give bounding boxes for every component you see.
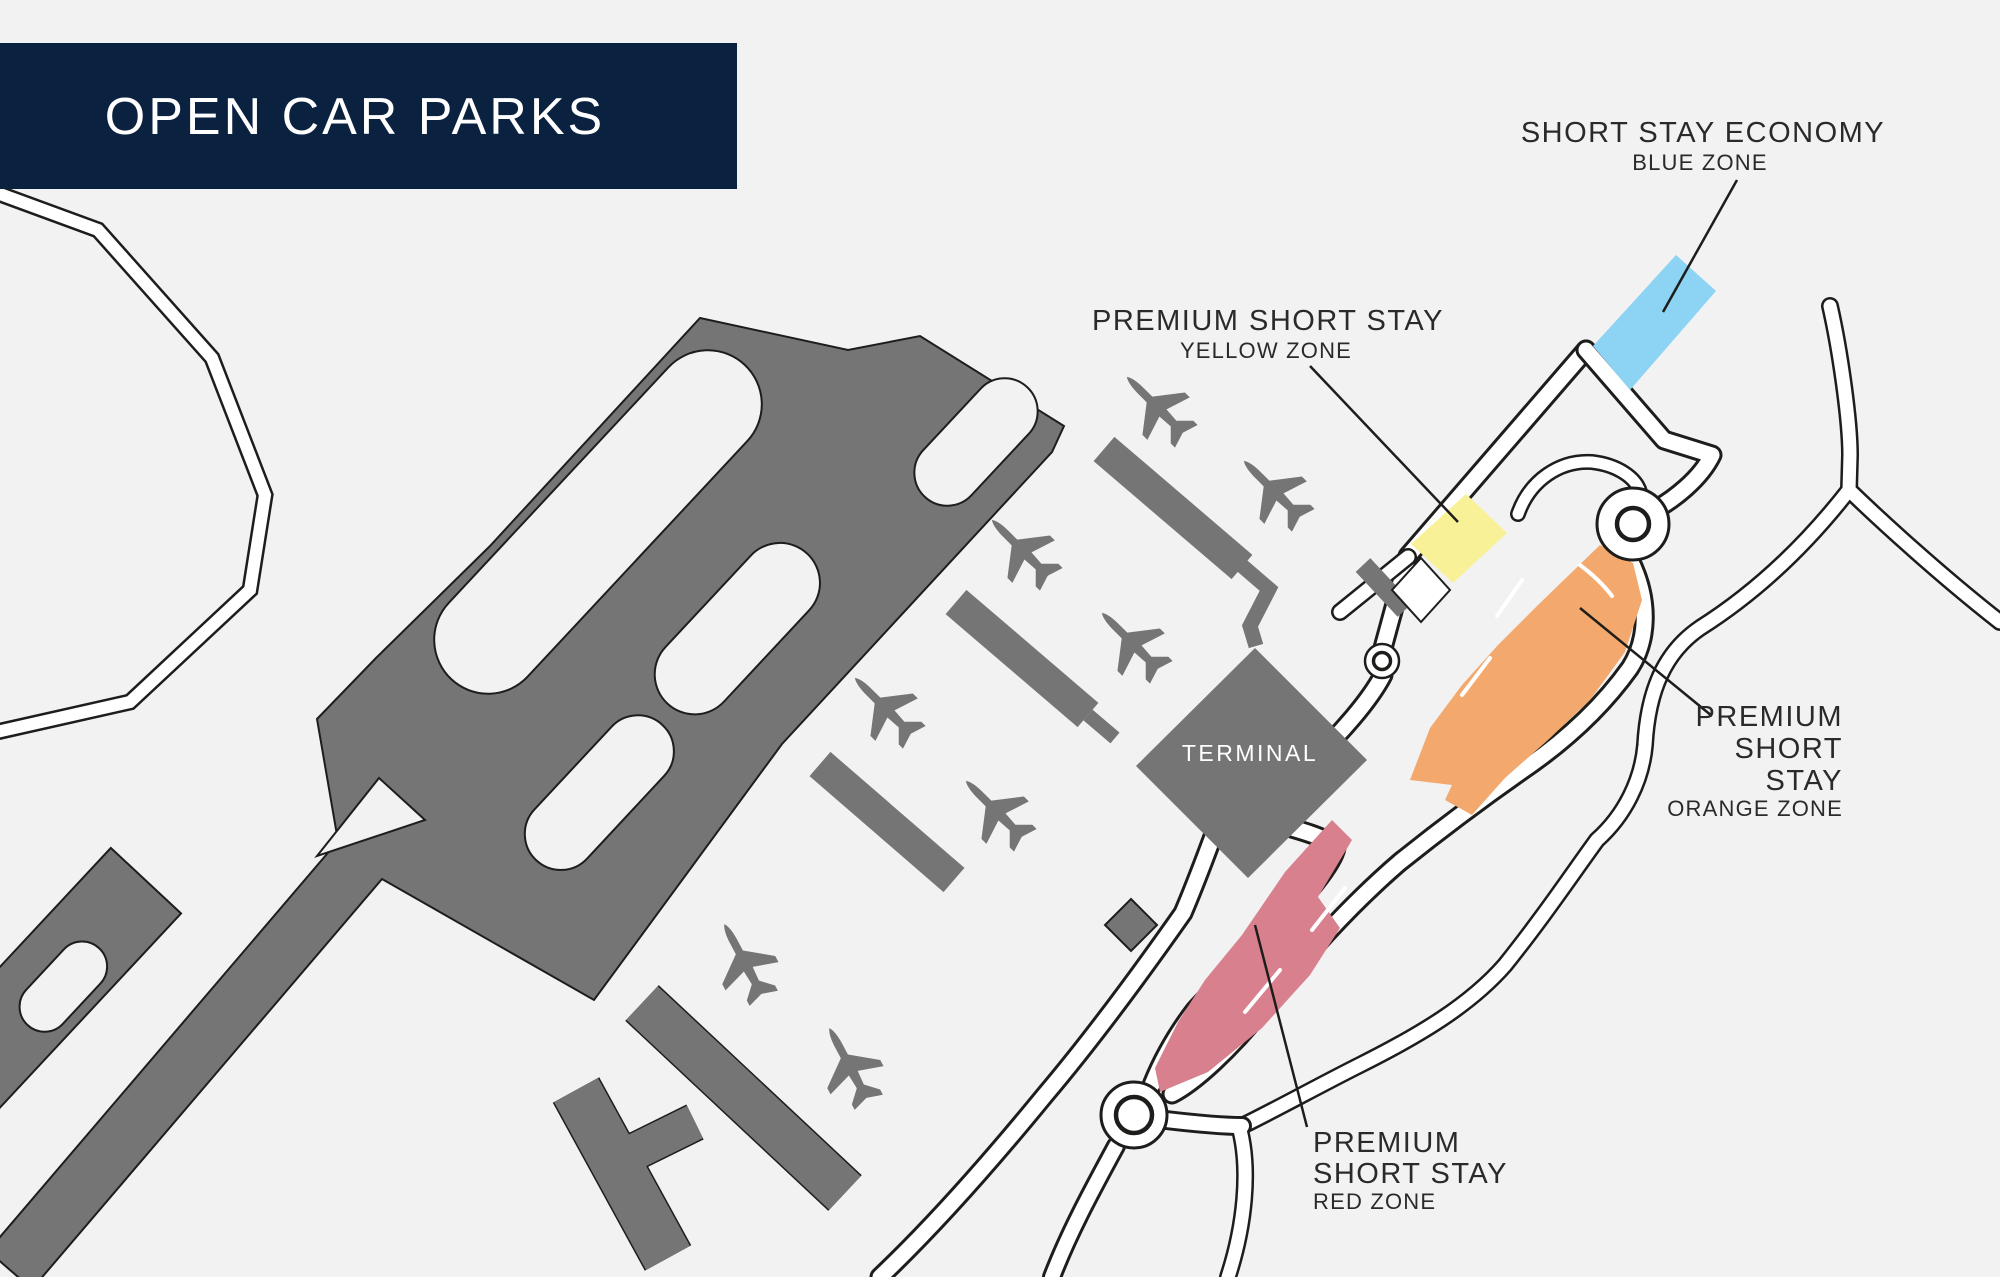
cross-pier-stub bbox=[620, 1105, 703, 1172]
red-zone-area bbox=[1155, 820, 1352, 1092]
orange-zone-leader-line bbox=[1579, 607, 1713, 717]
stand-strip bbox=[626, 986, 861, 1210]
walkway bbox=[1355, 558, 1413, 617]
orange-zone-subtitle: ORANGE ZONE bbox=[1667, 796, 1843, 821]
taxiway-cutout bbox=[18, 940, 109, 1033]
red-zone-title: PREMIUM bbox=[1313, 1127, 1460, 1159]
blue-zone-leader-line bbox=[1661, 179, 1739, 313]
runway-fork-notch bbox=[314, 776, 427, 859]
service-building bbox=[1103, 897, 1159, 953]
pier bbox=[1093, 436, 1253, 580]
yellow-zone-title: PREMIUM SHORT STAY bbox=[1092, 305, 1444, 337]
apron-cutout bbox=[913, 377, 1039, 507]
pier-connector bbox=[1235, 558, 1279, 649]
orange-zone-title: PREMIUM bbox=[1696, 701, 1843, 733]
blue-zone-area bbox=[1593, 255, 1716, 390]
apron-cutout bbox=[433, 349, 763, 695]
yellow-zone-area bbox=[1411, 494, 1507, 583]
red-zone-subtitle: RED ZONE bbox=[1313, 1189, 1436, 1214]
apron-cutout bbox=[653, 541, 821, 716]
apron-cutout bbox=[523, 714, 675, 871]
pier bbox=[945, 589, 1099, 728]
banner-background bbox=[0, 43, 737, 189]
title-banner: OPEN CAR PARKS bbox=[0, 43, 737, 189]
page-title: OPEN CAR PARKS bbox=[105, 88, 605, 146]
yellow-zone-leader-line bbox=[1309, 365, 1459, 523]
red-zone-leader-line bbox=[1253, 924, 1309, 1128]
runway-apron bbox=[0, 316, 1066, 1277]
roundabout-icon bbox=[1595, 486, 1671, 562]
blue-zone-title: SHORT STAY ECONOMY bbox=[1521, 117, 1885, 149]
pier-connector bbox=[1083, 709, 1120, 744]
zone-labels: SHORT STAY ECONOMY BLUE ZONE PREMIUM SHO… bbox=[1092, 117, 1885, 1214]
orange-zone-title: SHORT bbox=[1735, 733, 1843, 765]
perimeter-road bbox=[0, 184, 274, 740]
blue-zone-subtitle: BLUE ZONE bbox=[1632, 150, 1768, 175]
red-zone-title: SHORT STAY bbox=[1313, 1158, 1508, 1190]
carpark-building bbox=[1390, 556, 1452, 624]
pier bbox=[809, 751, 965, 893]
roundabout-icon bbox=[1099, 1080, 1169, 1150]
terminal-building bbox=[1136, 648, 1367, 878]
terminal-complex: TERMINAL bbox=[552, 436, 1413, 1271]
cross-pier bbox=[554, 1077, 690, 1271]
lane-marks bbox=[1243, 563, 1614, 1014]
orange-zone-title: STAY bbox=[1766, 765, 1843, 797]
roundabouts bbox=[1099, 486, 1671, 1150]
roundabout-icon bbox=[1363, 642, 1401, 680]
yellow-zone-subtitle: YELLOW ZONE bbox=[1180, 338, 1352, 363]
terminal-label: TERMINAL bbox=[1182, 740, 1318, 766]
